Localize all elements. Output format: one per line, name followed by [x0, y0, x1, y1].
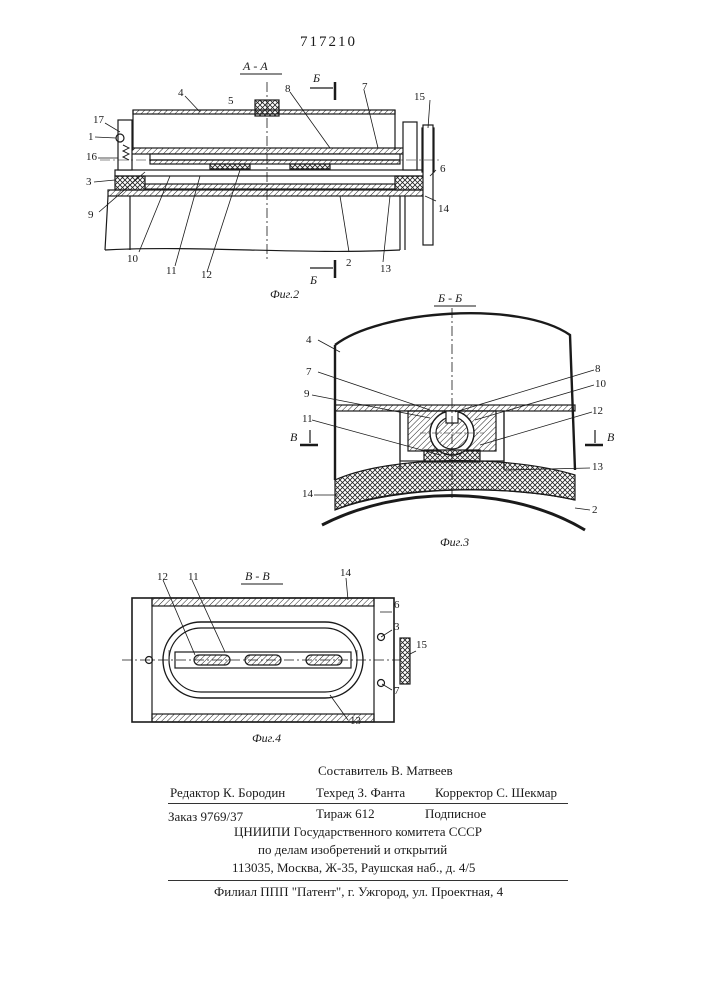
fig4-caption: Фиг.4	[252, 731, 281, 745]
fig4-label: 7	[394, 685, 400, 697]
fig2-cut-label-bottom: Б	[309, 273, 317, 287]
imprint-circulation: Тираж 612	[316, 806, 375, 822]
fig2-label: 4	[178, 87, 184, 99]
fig2-label: 6	[440, 163, 446, 175]
fig4-label: 14	[340, 567, 352, 579]
imprint-corrector: Корректор С. Шекмар	[435, 785, 557, 801]
fig2-label: 12	[201, 269, 212, 281]
fig4-label: 11	[188, 571, 199, 583]
fig3-label: 11	[302, 413, 313, 425]
fig3-label: 12	[592, 405, 603, 417]
fig2-label: 8	[285, 83, 291, 95]
fig2-label: 1	[88, 131, 94, 143]
fig2-cut-label-top: Б	[312, 71, 320, 85]
imprint-compiler: Составитель В. Матвеев	[318, 763, 453, 779]
fig4-label: 3	[394, 621, 400, 633]
imprint-branch: Филиал ППП "Патент", г. Ужгород, ул. Про…	[214, 884, 503, 900]
imprint-rule	[168, 880, 568, 881]
fig2-caption: Фиг.2	[270, 287, 299, 301]
fig2-label: 2	[346, 257, 352, 269]
fig2-label: 11	[166, 265, 177, 277]
fig2-label: 7	[362, 81, 368, 93]
figure-2: А - А	[86, 59, 450, 301]
fig3-cut-label-left: В	[290, 430, 298, 444]
fig3-cut-label-right: В	[607, 430, 615, 444]
imprint-editor: Редактор К. Бородин	[170, 785, 285, 801]
fig2-label: 14	[438, 203, 450, 215]
fig2-label: 5	[228, 95, 234, 107]
fig3-label: 14	[302, 488, 314, 500]
fig2-label: 17	[93, 114, 105, 126]
fig3-label: 4	[306, 334, 312, 346]
fig2-label: 13	[380, 263, 392, 275]
imprint-order: Заказ 9769/37	[168, 809, 243, 825]
fig2-label: 9	[88, 209, 94, 221]
imprint-org-line1: ЦНИИПИ Государственного комитета СССР	[234, 824, 482, 840]
fig4-label: 15	[416, 639, 428, 651]
figure-4: В - В 12 11 14 6 3 15 7 13 Фиг.4	[122, 567, 428, 745]
fig3-caption: Фиг.3	[440, 535, 469, 549]
imprint-org-line2: по делам изобретений и открытий	[258, 842, 447, 858]
fig4-section-label: В - В	[245, 569, 270, 583]
fig3-label: 9	[304, 388, 310, 400]
fig3-label: 10	[595, 378, 607, 390]
fig3-label: 2	[592, 504, 598, 516]
imprint-address: 113035, Москва, Ж-35, Раушская наб., д. …	[232, 860, 475, 876]
fig4-label: 12	[157, 571, 168, 583]
imprint-subscription: Подписное	[425, 806, 486, 822]
fig2-label: 3	[86, 176, 92, 188]
fig3-label: 13	[592, 461, 604, 473]
fig2-section-label: А - А	[242, 59, 268, 73]
fig2-label: 16	[86, 151, 98, 163]
fig3-label: 7	[306, 366, 312, 378]
fig3-section-label: Б - Б	[437, 291, 462, 305]
fig4-label: 6	[394, 599, 400, 611]
fig3-label: 8	[595, 363, 601, 375]
imprint-rule	[168, 803, 568, 804]
figure-3: Б - Б В В 4 8 10 7 9	[290, 291, 615, 549]
fig4-label: 13	[350, 715, 362, 727]
fig2-label: 15	[414, 91, 426, 103]
fig2-label: 10	[127, 253, 139, 265]
imprint-techred: Техред З. Фанта	[316, 785, 405, 801]
